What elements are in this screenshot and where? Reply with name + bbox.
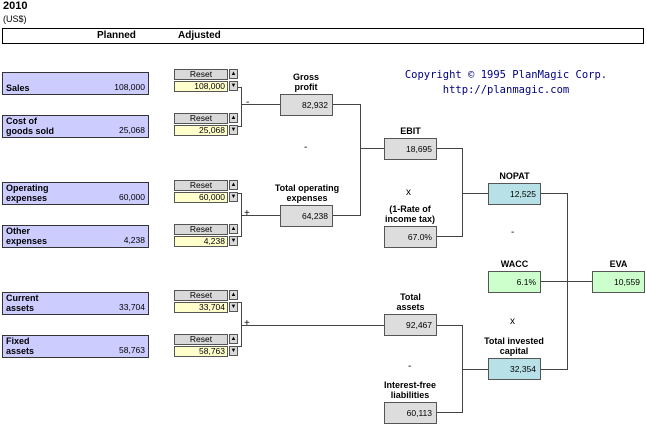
adjusted-current-assets-input[interactable]: 33,704 bbox=[174, 302, 228, 313]
cogs-spin-down-icon[interactable]: ▼ bbox=[229, 125, 238, 135]
connector-line bbox=[241, 87, 242, 127]
sales-spin-up-icon[interactable]: ▲ bbox=[229, 69, 238, 79]
header-bar bbox=[2, 28, 644, 44]
plus-operator: + bbox=[244, 208, 250, 219]
planned-opex-value: 60,000 bbox=[119, 192, 145, 202]
fixed-assets-spin-down-icon[interactable]: ▼ bbox=[229, 346, 238, 356]
reset-current-assets-button[interactable]: Reset bbox=[174, 290, 228, 301]
connector-line bbox=[241, 215, 280, 216]
nopat-label: NOPAT bbox=[499, 171, 530, 181]
planned-sales-cell: Sales 108,000 bbox=[2, 72, 149, 95]
minus-operator: - bbox=[304, 142, 308, 153]
connector-line bbox=[541, 281, 592, 282]
connector-line bbox=[462, 148, 463, 237]
ebit-value: 18,695 bbox=[384, 138, 437, 160]
connector-line bbox=[237, 302, 242, 303]
connector-line bbox=[360, 148, 384, 149]
minus-operator: - bbox=[511, 227, 515, 238]
adjusted-sales-input[interactable]: 108,000 bbox=[174, 81, 228, 92]
reset-fixed-assets-button[interactable]: Reset bbox=[174, 334, 228, 345]
cogs-spin-up-icon[interactable]: ▲ bbox=[229, 113, 238, 123]
adjusted-cogs-input[interactable]: 25,068 bbox=[174, 125, 228, 136]
connector-line bbox=[333, 215, 360, 216]
planned-sales-value: 108,000 bbox=[114, 82, 145, 92]
connector-line bbox=[541, 193, 567, 194]
reset-cogs-button[interactable]: Reset bbox=[174, 113, 228, 124]
wacc-label: WACC bbox=[500, 259, 529, 269]
planned-current-assets-value: 33,704 bbox=[119, 302, 145, 312]
opex-spin-down-icon[interactable]: ▼ bbox=[229, 192, 238, 202]
connector-line bbox=[437, 412, 462, 413]
adjusted-fixed-assets-input[interactable]: 58,763 bbox=[174, 346, 228, 357]
current-assets-spin-down-icon[interactable]: ▼ bbox=[229, 302, 238, 312]
connector-line bbox=[237, 346, 242, 347]
planned-cogs-value: 25,068 bbox=[119, 125, 145, 135]
planned-fixed-assets-value: 58,763 bbox=[119, 345, 145, 355]
reset-other-button[interactable]: Reset bbox=[174, 224, 228, 235]
current-assets-spin-up-icon[interactable]: ▲ bbox=[229, 290, 238, 300]
connector-line bbox=[437, 148, 462, 149]
adjusted-other-input[interactable]: 4,238 bbox=[174, 236, 228, 247]
times-operator: x bbox=[406, 187, 411, 198]
connector-line bbox=[241, 325, 384, 326]
gross-profit-value: 82,932 bbox=[280, 94, 333, 116]
connector-line bbox=[462, 369, 488, 370]
copyright-text: Copyright © 1995 PlanMagic Corp. http://… bbox=[404, 69, 608, 96]
column-header-planned: Planned bbox=[97, 30, 136, 41]
connector-line bbox=[241, 193, 242, 236]
interest-free-liabilities-value: 60,113 bbox=[384, 402, 437, 424]
eva-label: EVA bbox=[609, 259, 628, 269]
eva-value: 10,559 bbox=[592, 271, 645, 293]
ebit-label: EBIT bbox=[400, 126, 421, 136]
currency-unit: (US$) bbox=[3, 14, 27, 24]
reset-sales-button[interactable]: Reset bbox=[174, 69, 228, 80]
other-spin-down-icon[interactable]: ▼ bbox=[229, 236, 238, 246]
nopat-value: 12,525 bbox=[488, 183, 541, 205]
connector-line bbox=[360, 104, 361, 216]
connector-line bbox=[541, 369, 567, 370]
connector-line bbox=[462, 193, 488, 194]
wacc-value: 6.1% bbox=[488, 271, 541, 293]
connector-line bbox=[437, 325, 462, 326]
year-title: 2010 bbox=[3, 0, 28, 12]
times-operator: x bbox=[510, 316, 515, 327]
connector-line bbox=[237, 193, 242, 194]
reset-opex-button[interactable]: Reset bbox=[174, 180, 228, 191]
tax-rate-value: 67.0% bbox=[384, 226, 437, 248]
minus-operator: - bbox=[246, 97, 250, 108]
connector-line bbox=[237, 126, 242, 127]
connector-line bbox=[241, 104, 280, 105]
total-operating-expenses-value: 64,238 bbox=[280, 205, 333, 227]
fixed-assets-spin-up-icon[interactable]: ▲ bbox=[229, 334, 238, 344]
connector-line bbox=[333, 104, 360, 105]
sales-spin-down-icon[interactable]: ▼ bbox=[229, 81, 238, 91]
opex-spin-up-icon[interactable]: ▲ bbox=[229, 180, 238, 190]
connector-line bbox=[437, 236, 462, 237]
total-assets-value: 92,467 bbox=[384, 314, 437, 336]
other-spin-up-icon[interactable]: ▲ bbox=[229, 224, 238, 234]
planned-other-value: 4,238 bbox=[123, 235, 145, 245]
column-header-adjusted: Adjusted bbox=[178, 30, 221, 41]
connector-line bbox=[241, 302, 242, 346]
connector-line bbox=[237, 87, 242, 88]
total-invested-capital-value: 32,354 bbox=[488, 358, 541, 380]
plus-operator: + bbox=[244, 318, 250, 329]
minus-operator: - bbox=[408, 361, 412, 372]
connector-line bbox=[237, 236, 242, 237]
adjusted-opex-input[interactable]: 60,000 bbox=[174, 192, 228, 203]
